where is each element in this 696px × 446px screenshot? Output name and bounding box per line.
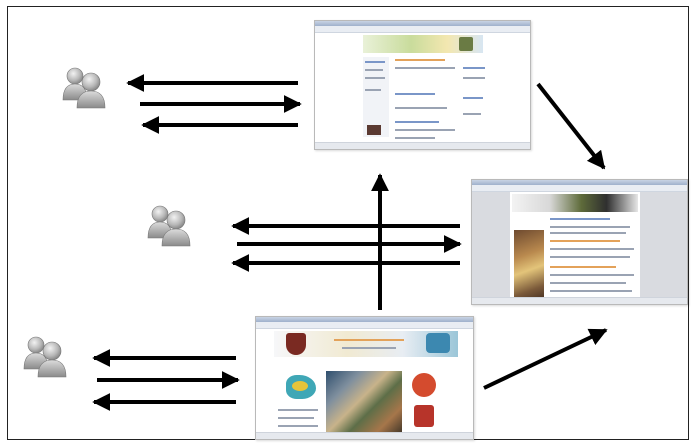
user-group-top xyxy=(62,67,106,109)
web-page-content xyxy=(315,33,530,143)
window-toolbar xyxy=(472,185,687,192)
page-map-accent xyxy=(292,381,308,391)
page-banner xyxy=(363,35,483,53)
window-toolbar xyxy=(256,322,473,329)
page-logo xyxy=(459,37,473,51)
page-photo xyxy=(514,230,544,302)
browser-window-right xyxy=(471,179,688,305)
page-badge-top xyxy=(412,373,436,397)
page-banner xyxy=(512,194,638,212)
page-photo-collage xyxy=(326,371,402,435)
browser-window-bottom xyxy=(255,316,474,440)
web-page-content xyxy=(472,192,687,302)
page-thumbnail xyxy=(367,125,381,135)
arrow-top-to-right-server xyxy=(536,82,606,170)
window-toolbar xyxy=(315,26,530,33)
browser-window-top xyxy=(314,20,531,150)
page-badge-bottom xyxy=(414,405,434,427)
user-group-middle xyxy=(147,205,191,247)
window-statusbar xyxy=(256,432,473,439)
user-group-bottom xyxy=(23,336,67,378)
window-statusbar xyxy=(472,297,687,304)
web-page-content xyxy=(256,329,473,435)
page-crest xyxy=(286,333,306,355)
arrow-bottom-to-right-server xyxy=(483,328,608,390)
window-statusbar xyxy=(315,142,530,149)
page-emblem-right xyxy=(426,333,450,353)
window-titlebar xyxy=(256,317,473,322)
window-titlebar xyxy=(315,21,530,26)
window-titlebar xyxy=(472,180,687,185)
